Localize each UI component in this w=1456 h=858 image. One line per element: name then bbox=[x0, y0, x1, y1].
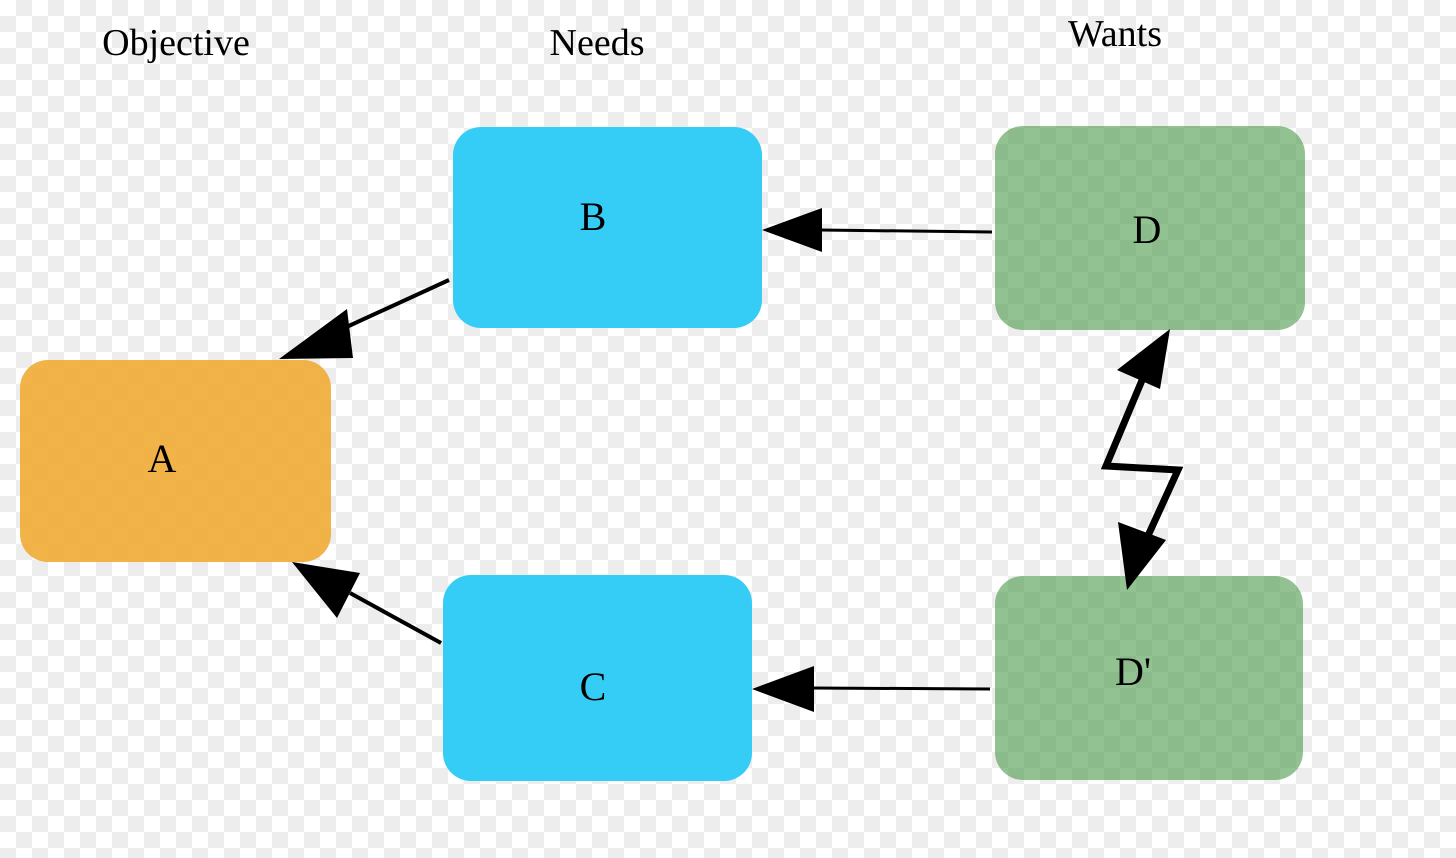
edge-c-to-a[interactable] bbox=[292, 562, 442, 645]
node-b-label: B bbox=[579, 194, 607, 239]
node-d[interactable] bbox=[995, 126, 1305, 330]
node-c-label: C bbox=[579, 664, 607, 709]
edge-b-to-a-line bbox=[339, 278, 450, 332]
edge-d-to-b-arrowhead-icon bbox=[762, 208, 822, 252]
edge-d-to-b-line bbox=[819, 228, 993, 234]
edge-b-to-a-arrowhead-icon bbox=[279, 309, 353, 359]
node-d-prime[interactable] bbox=[995, 576, 1303, 780]
node-c[interactable] bbox=[443, 575, 752, 781]
edge-b-to-a[interactable] bbox=[279, 278, 450, 359]
column-label-objective: Objective bbox=[102, 22, 250, 64]
node-d-prime-label: D' bbox=[1114, 649, 1152, 694]
node-a-label: A bbox=[147, 436, 177, 481]
column-label-wants: Wants bbox=[1067, 13, 1163, 55]
edge-dprime-to-c-line bbox=[811, 686, 991, 691]
node-a[interactable] bbox=[20, 360, 331, 562]
edge-d-conflict-dprime-arrowhead-up-icon bbox=[1117, 329, 1170, 389]
node-b[interactable] bbox=[453, 127, 762, 328]
edge-d-conflict-dprime[interactable] bbox=[1100, 329, 1184, 590]
edge-c-to-a-line bbox=[349, 591, 442, 645]
edge-dprime-to-c[interactable] bbox=[752, 666, 991, 712]
column-label-needs: Needs bbox=[549, 22, 645, 64]
edge-d-conflict-dprime-zigzag-line bbox=[1100, 364, 1184, 564]
edge-c-to-a-arrowhead-icon bbox=[292, 562, 360, 618]
edge-d-to-b[interactable] bbox=[762, 208, 993, 252]
node-d-label: D bbox=[1132, 207, 1162, 252]
edge-d-conflict-dprime-arrowhead-down-icon bbox=[1118, 522, 1166, 590]
edge-dprime-to-c-arrowhead-icon bbox=[752, 666, 814, 712]
